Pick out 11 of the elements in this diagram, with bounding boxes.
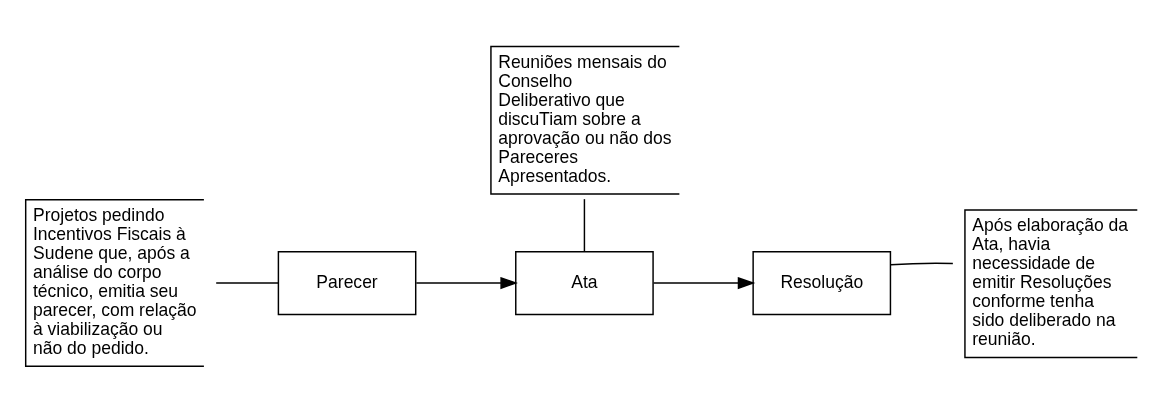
arrow: [415, 276, 518, 289]
arrow: [652, 276, 756, 289]
node-text: Projetos pedindo Incentivos Fiscais à Sudene que, após a análise do corpo técnico, emitia seu parecer, com relação à viabilização ou não do pedido.: [33, 204, 197, 358]
node-text: Reuniões mensais do Conselho Deliberativo que discuTiam sobre a aprovação ou não dos Pareceres Apresentados.: [498, 51, 672, 186]
node-box: Parecer: [277, 250, 417, 315]
node-box: Resolução: [752, 250, 892, 315]
node-text: Após elaboração da Ata, havia necessidade de emitir Resoluções conforme tenha sido deliberado na reunião.: [972, 214, 1129, 349]
connector: [583, 197, 586, 252]
connector: [889, 262, 954, 266]
connector: [215, 281, 280, 284]
node-box: Ata: [515, 250, 654, 315]
